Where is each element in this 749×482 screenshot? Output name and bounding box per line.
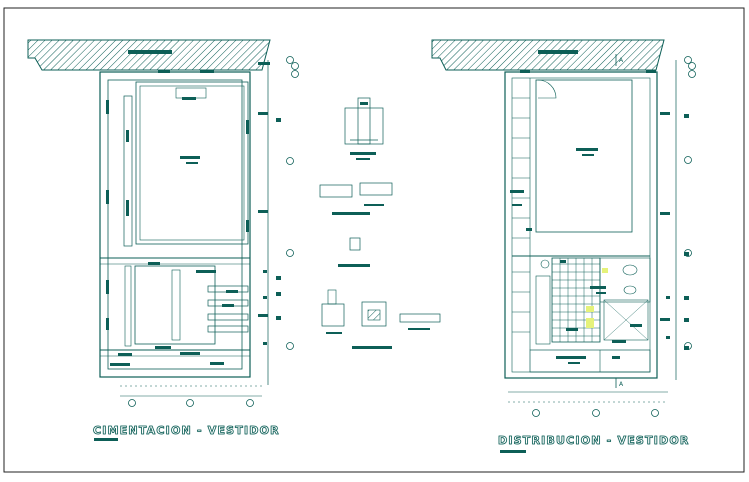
foundation-top-wall <box>27 39 271 71</box>
distribution-outline <box>504 71 658 379</box>
foundation-columns <box>106 70 249 366</box>
right-title-underline <box>500 450 526 453</box>
foundation-outline <box>99 71 251 378</box>
foundation-room-upper <box>135 81 249 245</box>
bottom-counter <box>529 349 651 373</box>
distribution-plan-title: DISTRIBUCION - VESTIDOR <box>498 434 690 448</box>
foundation-room-lower <box>134 265 216 345</box>
left-title-underline <box>94 438 118 441</box>
foundation-details <box>319 97 441 349</box>
foundation-plan <box>27 39 299 407</box>
sheet-border <box>3 7 745 473</box>
distribution-plan: A A <box>431 39 696 417</box>
distribution-top-wall <box>431 39 665 71</box>
section-marker-bottom: A <box>619 381 624 388</box>
closet-shelving <box>512 78 531 350</box>
foundation-grid-markers <box>128 56 299 407</box>
toilet-icon <box>622 264 638 276</box>
foundation-plan-title: CIMENTACION - VESTIDOR <box>93 424 280 438</box>
highlight-zone <box>586 306 594 312</box>
sink-icon <box>623 285 637 295</box>
distribution-grid-markers <box>532 56 696 417</box>
dressing-room <box>535 79 633 233</box>
section-marker-top: A <box>619 57 624 64</box>
